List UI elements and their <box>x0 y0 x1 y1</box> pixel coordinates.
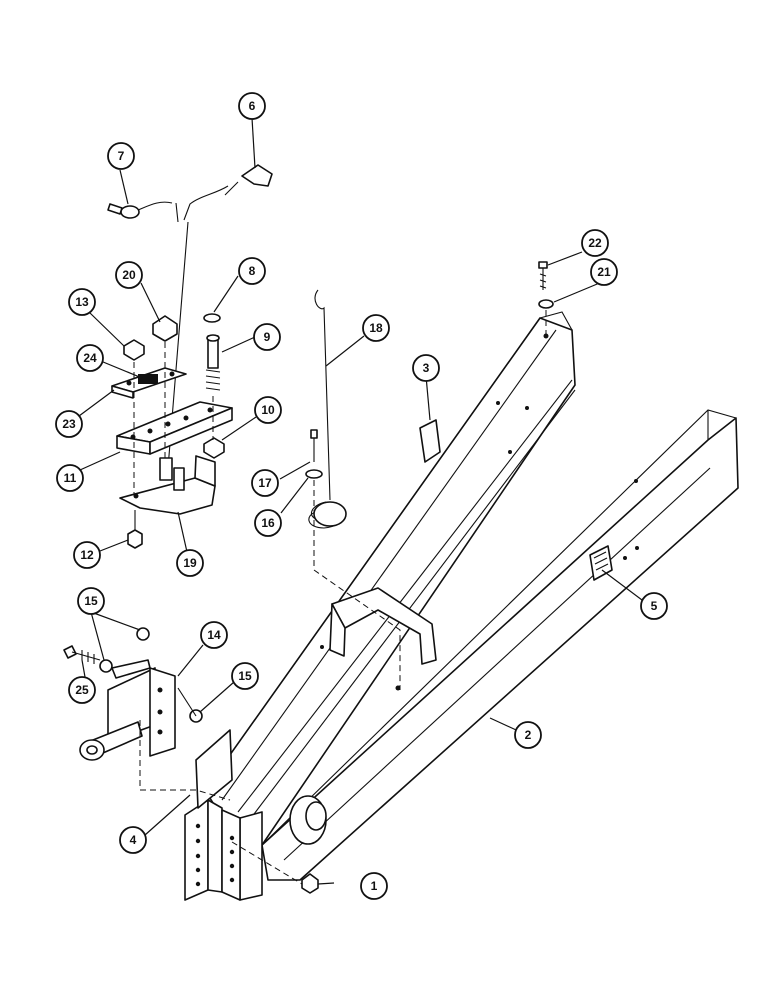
nut-10 <box>203 437 225 459</box>
pin-9 <box>205 334 221 391</box>
lanyard-chain <box>137 185 229 223</box>
decal-3 <box>419 419 441 463</box>
svg-text:10: 10 <box>261 403 275 417</box>
clip-6 <box>224 164 273 196</box>
callout-9: 9 <box>253 323 281 351</box>
callout-24: 24 <box>76 344 104 372</box>
plate-23 <box>111 367 187 399</box>
callout-16: 16 <box>254 509 282 537</box>
svg-text:15: 15 <box>84 594 98 608</box>
bolt-17 <box>310 429 318 462</box>
nut-20 <box>152 315 178 342</box>
callout-8: 8 <box>238 257 266 285</box>
callout-15-upper: 15 <box>77 587 105 615</box>
bracket-19 <box>119 455 216 515</box>
svg-text:20: 20 <box>122 268 136 282</box>
callout-22: 22 <box>581 229 609 257</box>
nut-13 <box>123 339 145 361</box>
svg-text:13: 13 <box>75 295 89 309</box>
clevis-14 <box>79 659 176 761</box>
callout-2: 2 <box>514 721 542 749</box>
svg-text:22: 22 <box>588 236 602 250</box>
washer-16 <box>305 469 323 479</box>
svg-text:23: 23 <box>62 417 76 431</box>
callout-18: 18 <box>362 314 390 342</box>
a-frame-main-beam <box>184 311 739 901</box>
bolt-25 <box>63 645 101 664</box>
svg-text:15: 15 <box>238 669 252 683</box>
svg-text:8: 8 <box>249 264 256 278</box>
callout-11: 11 <box>56 464 84 492</box>
svg-text:12: 12 <box>80 548 94 562</box>
svg-text:9: 9 <box>264 330 271 344</box>
washer-21 <box>538 299 554 309</box>
svg-text:7: 7 <box>118 149 125 163</box>
callout-10: 10 <box>254 396 282 424</box>
svg-text:3: 3 <box>423 361 430 375</box>
callout-20: 20 <box>115 261 143 289</box>
callout-21: 21 <box>590 258 618 286</box>
svg-text:16: 16 <box>261 516 275 530</box>
bolt-12 <box>127 510 143 549</box>
callout-23: 23 <box>55 410 83 438</box>
svg-text:21: 21 <box>597 265 611 279</box>
decal-5 <box>589 545 613 581</box>
svg-text:24: 24 <box>83 351 97 365</box>
washer-15-upper <box>136 627 150 641</box>
svg-text:2: 2 <box>525 728 532 742</box>
callout-7: 7 <box>107 142 135 170</box>
washer-8 <box>203 313 221 323</box>
decal-4 <box>195 729 233 809</box>
svg-text:14: 14 <box>207 628 221 642</box>
callout-15-right: 15 <box>231 662 259 690</box>
callout-17: 17 <box>251 469 279 497</box>
svg-text:25: 25 <box>75 683 89 697</box>
svg-text:5: 5 <box>651 599 658 613</box>
callout-13: 13 <box>68 288 96 316</box>
washer-15-left <box>99 659 113 673</box>
spacer <box>159 457 173 481</box>
plate-11 <box>116 401 233 455</box>
svg-text:18: 18 <box>369 321 383 335</box>
svg-text:19: 19 <box>183 556 197 570</box>
svg-text:1: 1 <box>371 879 378 893</box>
svg-text:4: 4 <box>130 833 137 847</box>
callout-3: 3 <box>412 354 440 382</box>
svg-text:6: 6 <box>249 99 256 113</box>
callout-19: 19 <box>176 549 204 577</box>
pin-7 <box>107 203 140 219</box>
svg-text:17: 17 <box>258 476 272 490</box>
callout-12: 12 <box>73 541 101 569</box>
svg-text:11: 11 <box>64 471 77 485</box>
callout-4: 4 <box>119 826 147 854</box>
callout-25: 25 <box>68 676 96 704</box>
callout-1: 1 <box>360 872 388 900</box>
callout-5: 5 <box>640 592 668 620</box>
bolt-22 <box>538 261 548 290</box>
callout-6: 6 <box>238 92 266 120</box>
nut-1 <box>301 873 319 894</box>
callout-14: 14 <box>200 621 228 649</box>
